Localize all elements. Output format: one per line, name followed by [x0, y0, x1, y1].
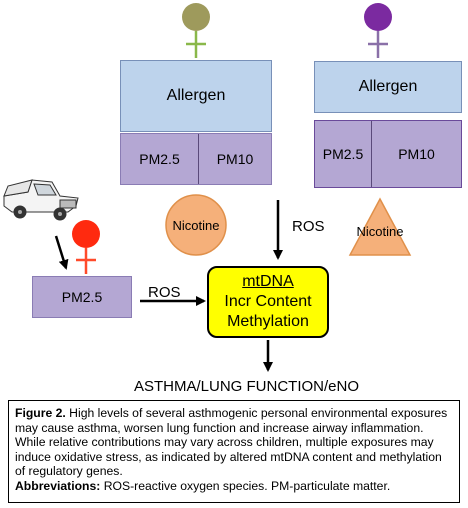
nicotine-label-triangle: Nicotine: [356, 224, 404, 239]
abbrev-label: Abbreviations:: [15, 478, 101, 493]
pm10-cell-right: PM10: [371, 121, 461, 187]
ros-label-left: ROS: [148, 284, 181, 301]
pm25-cell-right: PM2.5: [315, 121, 371, 187]
pm25-outdoor-box: PM2.5: [32, 276, 132, 318]
pm10-label-right: PM10: [398, 146, 435, 162]
child-symbol-icon: [72, 220, 100, 274]
ros-label-top: ROS: [292, 218, 325, 235]
allergen-box-left: Allergen: [120, 60, 272, 132]
abbrev-text: ROS-reactive oxygen species. PM-particul…: [100, 478, 391, 493]
methylation-label: Methylation: [227, 313, 309, 330]
incr-content-label: Incr Content: [224, 293, 312, 310]
pm10-label-left: PM10: [216, 151, 254, 167]
pm25-label-right: PM2.5: [322, 146, 364, 162]
outcome-label: ASTHMA/LUNG FUNCTION/eNO: [134, 378, 360, 395]
allergen-label-left: Allergen: [166, 87, 226, 104]
pm-row-right: PM2.5 PM10: [314, 120, 462, 188]
pm25-outdoor-label: PM2.5: [61, 289, 103, 305]
mtdna-box: mtDNA Incr Content Methylation: [207, 266, 329, 338]
pm25-cell-left: PM2.5: [121, 134, 198, 184]
pm-row-left: PM2.5 PM10: [120, 133, 272, 185]
pm10-cell-left: PM10: [198, 134, 271, 184]
mtdna-label: mtDNA: [242, 273, 294, 290]
nicotine-circle-shape: [165, 194, 227, 256]
allergen-label-right: Allergen: [358, 78, 418, 95]
figure-caption: Figure 2. High levels of several asthmog…: [8, 400, 460, 503]
arrow-truck-to-pm: [54, 235, 69, 270]
pickup-truck-icon: [3, 179, 79, 221]
nicotine-label-circle: Nicotine: [172, 218, 220, 233]
male-symbol-icon: [364, 3, 392, 58]
allergen-box-right: Allergen: [314, 61, 462, 113]
pm25-label-left: PM2.5: [139, 151, 180, 167]
female-symbol-icon: [182, 3, 210, 58]
figure-label: Figure 2.: [15, 406, 66, 420]
nicotine-triangle-shape: [348, 197, 412, 256]
figure-text: High levels of several asthmogenic perso…: [15, 406, 448, 479]
